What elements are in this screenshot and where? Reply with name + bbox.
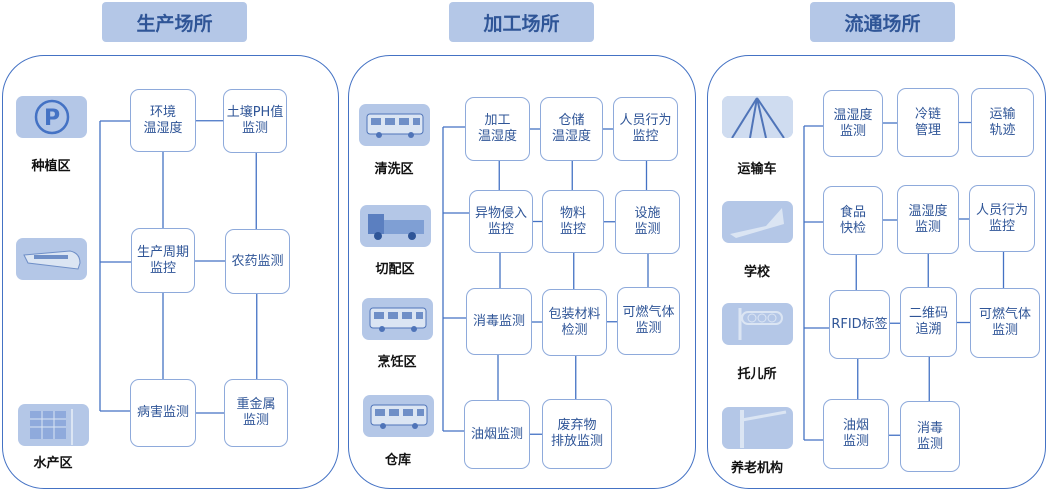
highway-icon [722, 96, 793, 138]
monitor-item-box: 设施 监测 [615, 190, 680, 254]
bus-icon [359, 104, 430, 146]
section-title: 生产场所 [102, 2, 247, 42]
monitor-item-box: 食品 快检 [823, 186, 883, 255]
building-icon [18, 404, 89, 446]
parking-sign-icon: P [16, 96, 87, 138]
section-title: 加工场所 [449, 2, 594, 42]
zone-label: 切配区 [375, 262, 415, 277]
monitor-item-box: 运输 轨迹 [971, 88, 1034, 157]
monitor-item-box: 温湿度 监测 [897, 185, 959, 254]
zone-label: 仓库 [384, 453, 411, 468]
monitor-item-box: 生产周期 监控 [131, 228, 195, 293]
monitor-item-box: 消毒 监测 [900, 401, 960, 472]
monitor-item-box: 可燃气体 监测 [970, 288, 1040, 358]
truck-icon [360, 205, 431, 247]
monitor-item-box: 油烟监测 [464, 400, 530, 469]
section-panel [348, 55, 696, 489]
street-lamp-icon [722, 407, 793, 449]
monitor-item-box: 冷链 管理 [897, 88, 959, 157]
monitor-item-box: 废弃物 排放监测 [542, 399, 612, 469]
zone-label: 运输车 [737, 162, 777, 177]
monitor-item-box: 包装材料 检测 [542, 289, 607, 356]
monitor-item-box: 物料 监控 [542, 190, 604, 253]
zone-label: 种植区 [31, 159, 71, 174]
monitor-item-box: 油烟 监测 [823, 399, 889, 469]
monitor-item-box: 异物侵入 监控 [469, 190, 533, 253]
bus-icon [363, 395, 434, 437]
zone-label: 水产区 [33, 456, 73, 471]
train-icon [16, 238, 87, 280]
monitor-item-box: 环境 温湿度 [130, 89, 196, 152]
monitor-item-box: 消毒监测 [466, 288, 532, 355]
monitor-item-box: 仓储 温湿度 [540, 97, 603, 161]
bus-icon [362, 298, 433, 340]
monitor-item-box: 土壤PH值 监测 [223, 89, 287, 153]
monitor-item-box: RFID标签 [829, 290, 890, 359]
section-panel [2, 55, 339, 489]
monitor-item-box: 人员行为 监控 [613, 97, 678, 161]
monitor-item-box: 加工 温湿度 [465, 97, 530, 161]
zone-label: 托儿所 [737, 367, 777, 382]
airplane-icon [722, 201, 793, 243]
monitor-item-box: 重金属 监测 [224, 379, 288, 447]
section-panel [707, 55, 1046, 489]
monitor-item-box: 二维码 追溯 [900, 287, 957, 357]
monitor-item-box: 温湿度 监测 [823, 90, 883, 157]
zone-label: 养老机构 [730, 461, 783, 476]
zone-label: 学校 [743, 265, 770, 280]
zone-label: 烹饪区 [377, 355, 417, 370]
traffic-light-icon [722, 303, 793, 345]
svg-text:P: P [43, 106, 59, 131]
zone-label: 清洗区 [374, 162, 414, 177]
monitor-item-box: 可燃气体 监测 [617, 287, 680, 355]
monitor-item-box: 农药监测 [225, 229, 290, 294]
section-title: 流通场所 [810, 2, 955, 42]
monitor-item-box: 人员行为 监控 [969, 185, 1035, 252]
monitor-item-box: 病害监测 [130, 379, 196, 447]
